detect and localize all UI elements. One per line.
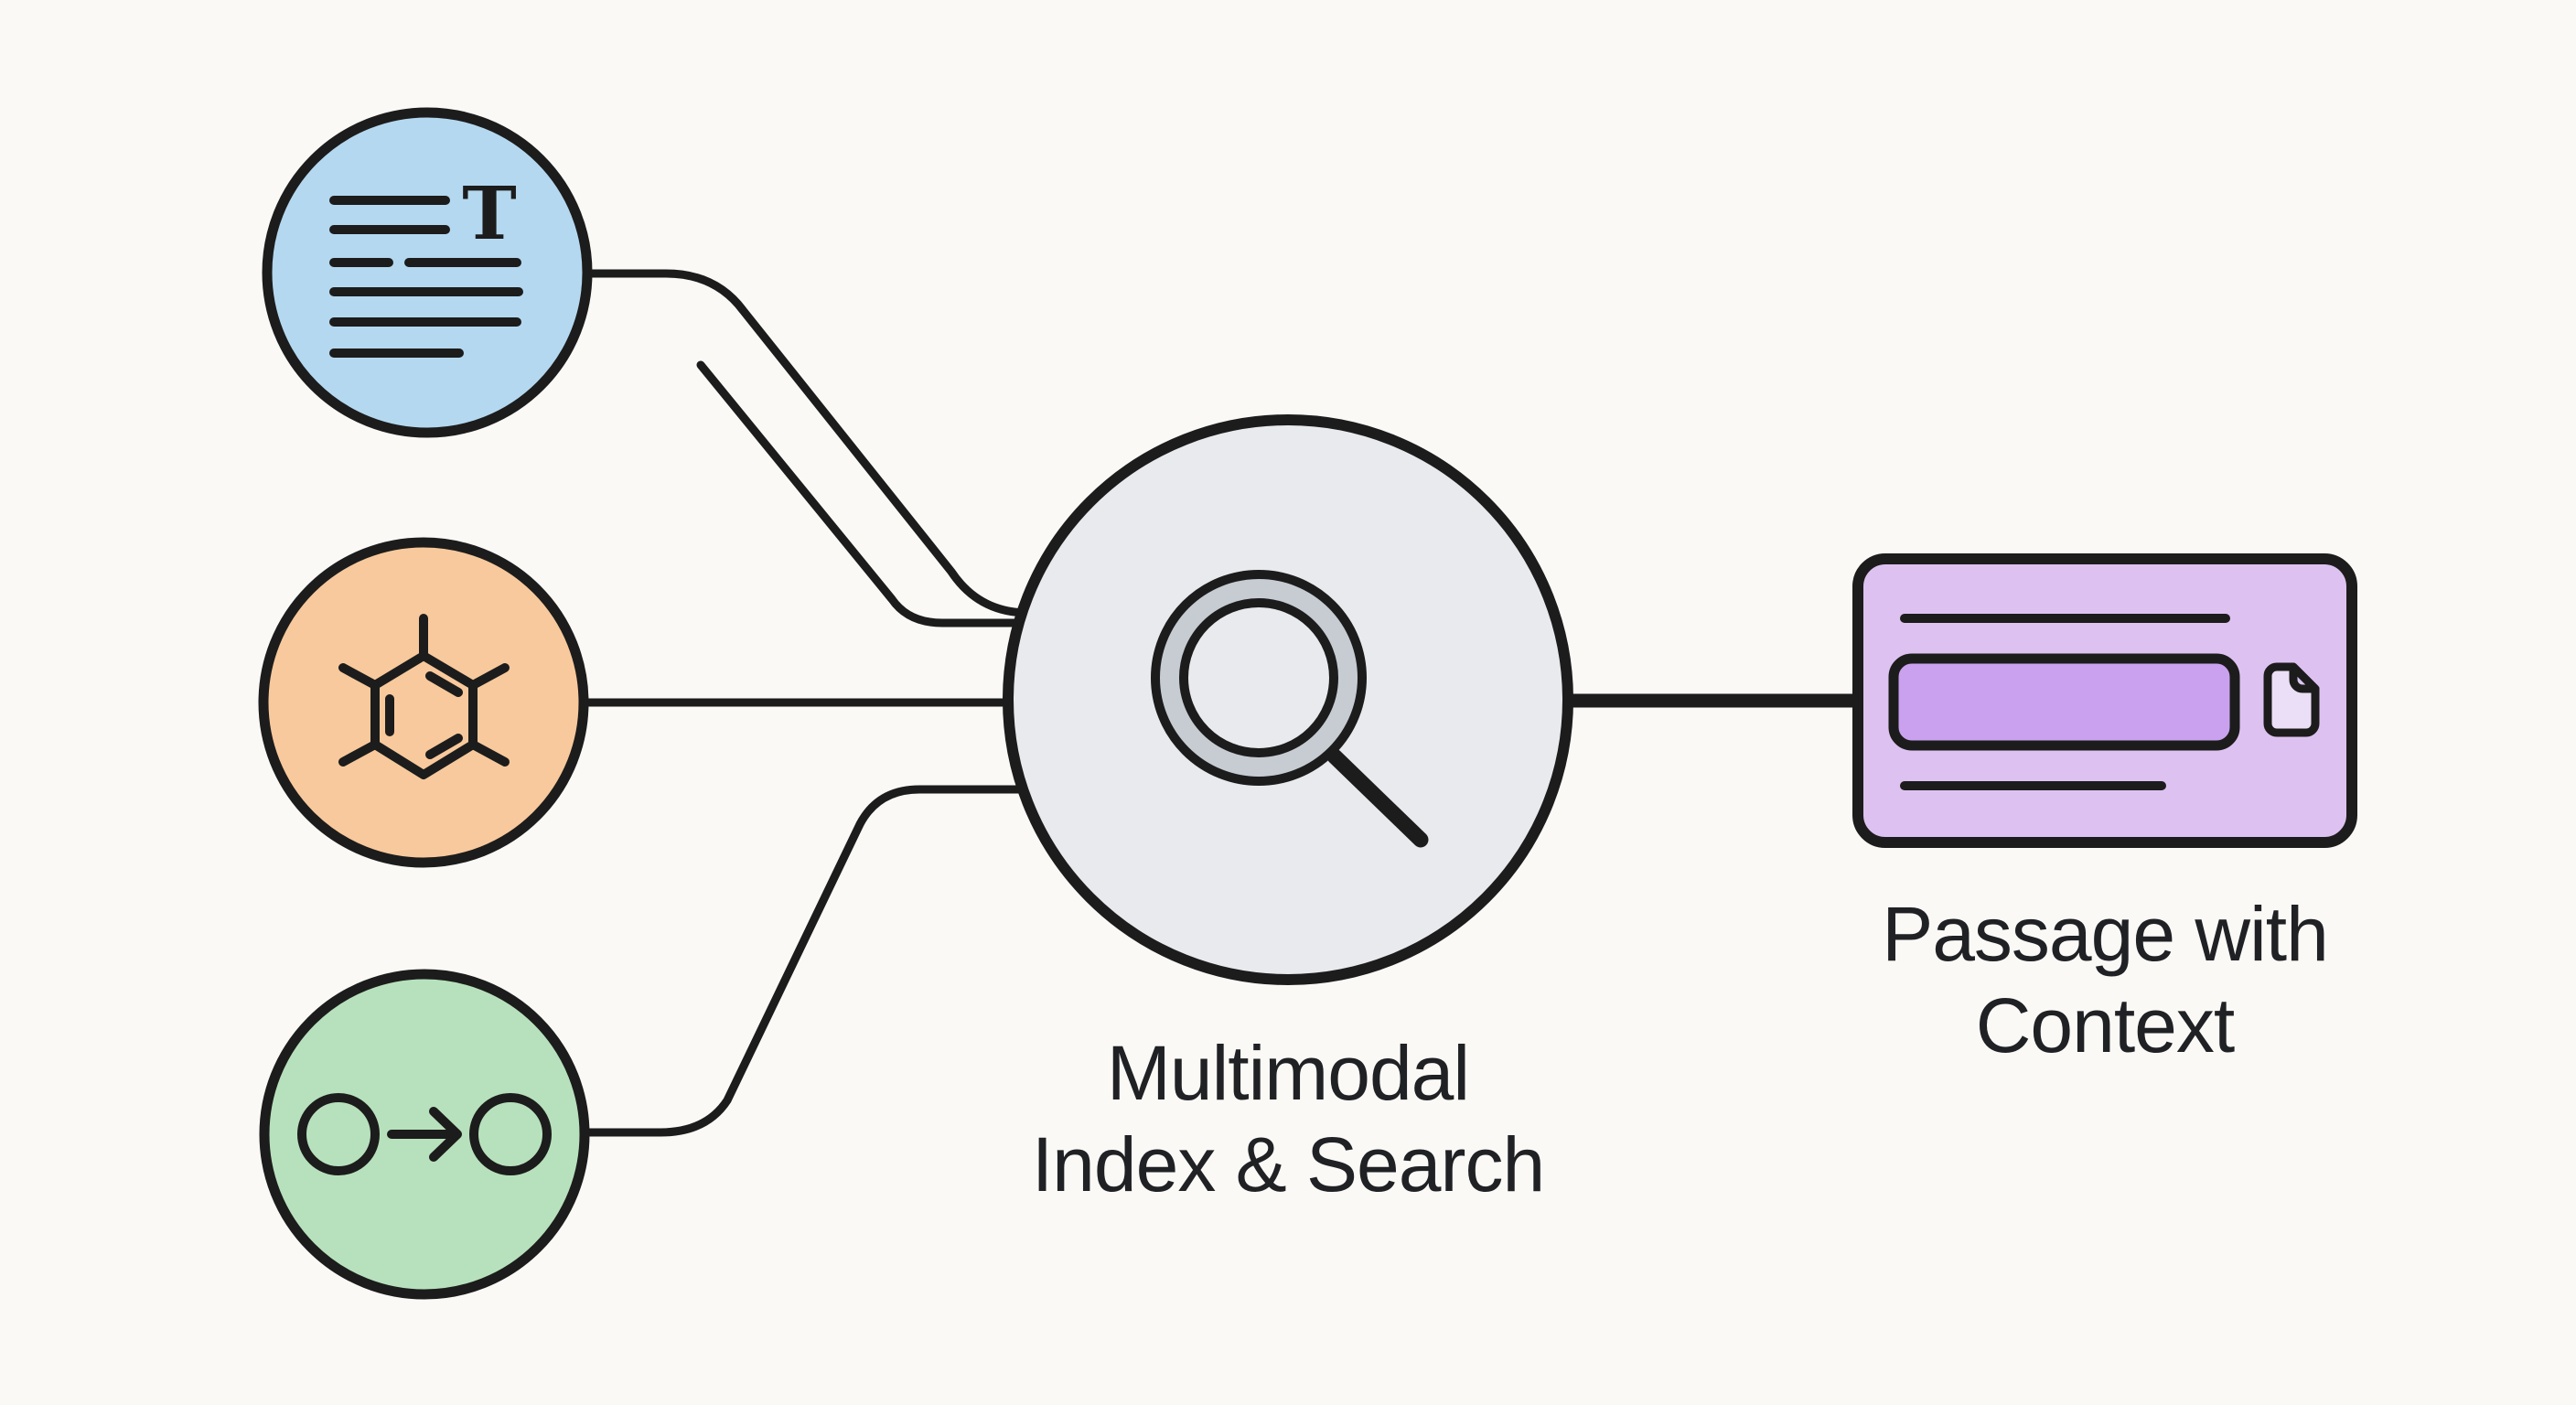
- hub-label-line1: Multimodal: [1106, 1030, 1470, 1116]
- molecule-node-circle: [258, 537, 589, 868]
- hub-label: Multimodal Index & Search: [1031, 1027, 1545, 1210]
- output-label-line1: Passage with: [1882, 891, 2329, 977]
- connector-transform-to-hub: [584, 785, 1033, 1137]
- magnifier-icon: [1151, 570, 1429, 848]
- output-label-line2: Context: [1975, 982, 2235, 1068]
- letter-T-glyph: T: [462, 170, 517, 256]
- connector-text-to-hub-parallel: [696, 360, 1030, 627]
- connector-text-to-hub: [587, 269, 1033, 617]
- output-highlight-rect: [1888, 653, 2240, 751]
- circles-arrow-icon: [297, 1093, 552, 1175]
- output-label: Passage with Context: [1882, 888, 2329, 1071]
- connectors: [583, 269, 1873, 1137]
- text-lines-icon: [329, 196, 523, 358]
- magnifier-handle: [1326, 748, 1429, 848]
- magnifier-lens: [1179, 598, 1338, 757]
- document-icon: [2263, 662, 2320, 737]
- hub-label-line2: Index & Search: [1031, 1121, 1545, 1207]
- molecule-icon: [338, 614, 510, 779]
- document-fold: [2289, 662, 2320, 693]
- text-node-circle: [262, 107, 593, 438]
